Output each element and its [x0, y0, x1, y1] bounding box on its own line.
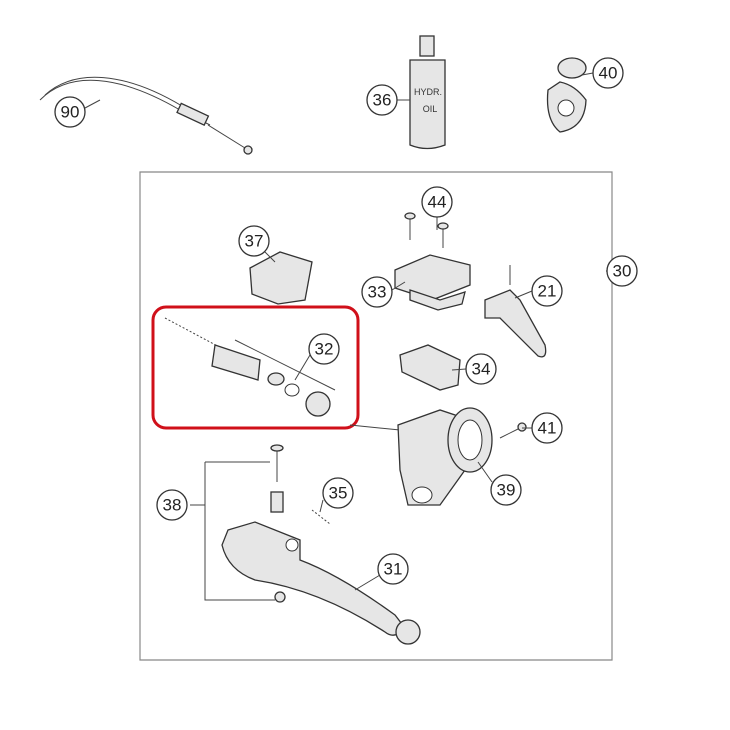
svg-text:33: 33: [368, 283, 387, 302]
leader-lines: [84, 72, 594, 591]
part-37-clamp-cap: [249, 251, 313, 305]
callout-21: 21: [531, 275, 563, 307]
part-31-hand-lever: [221, 521, 421, 645]
part-38-pivot: [190, 444, 286, 603]
svg-text:44: 44: [428, 193, 447, 212]
part-39-master-cylinder: [349, 407, 493, 506]
svg-text:21: 21: [538, 282, 557, 301]
part-36-oil-bottle: HYDR. OIL: [409, 35, 446, 150]
highlight-box-32: [151, 305, 360, 430]
svg-text:90: 90: [61, 103, 80, 122]
svg-text:37: 37: [245, 232, 264, 251]
part-21-lever: [484, 265, 547, 358]
callout-31: 31: [377, 553, 409, 585]
callout-40: 40: [592, 57, 624, 89]
svg-text:36: 36: [373, 91, 392, 110]
part-41-screw: [499, 422, 527, 439]
callout-30: 30: [606, 255, 638, 287]
svg-text:34: 34: [472, 360, 491, 379]
assembly-frame: [139, 171, 613, 661]
callout-33: 33: [361, 276, 393, 308]
callout-90: 90: [54, 96, 86, 128]
part-33-reservoir-cover: [394, 254, 471, 311]
callout-39: 39: [490, 474, 522, 506]
part-34-diaphragm: [399, 344, 461, 391]
bottle-label-line1: HYDR.: [414, 87, 442, 97]
callout-38: 38: [156, 489, 188, 521]
svg-text:39: 39: [497, 481, 516, 500]
callout-36: 36: [366, 84, 398, 116]
bottle-label-line2: OIL: [423, 104, 438, 114]
svg-text:32: 32: [315, 340, 334, 359]
part-90-cable: [39, 76, 253, 155]
svg-text:41: 41: [538, 419, 557, 438]
part-32-piston-kit: [164, 317, 336, 417]
part-40-clamp: [546, 57, 587, 133]
callout-37: 37: [238, 225, 270, 257]
callout-44: 44: [421, 186, 453, 218]
part-44-screws: [404, 212, 449, 248]
callout-41: 41: [531, 412, 563, 444]
svg-text:31: 31: [384, 560, 403, 579]
part-35-spring: [311, 509, 331, 525]
callout-32: 32: [308, 333, 340, 365]
svg-text:40: 40: [599, 64, 618, 83]
svg-text:38: 38: [163, 496, 182, 515]
svg-text:35: 35: [329, 484, 348, 503]
callout-35: 35: [322, 477, 354, 509]
callout-34: 34: [465, 353, 497, 385]
svg-text:30: 30: [613, 262, 632, 281]
